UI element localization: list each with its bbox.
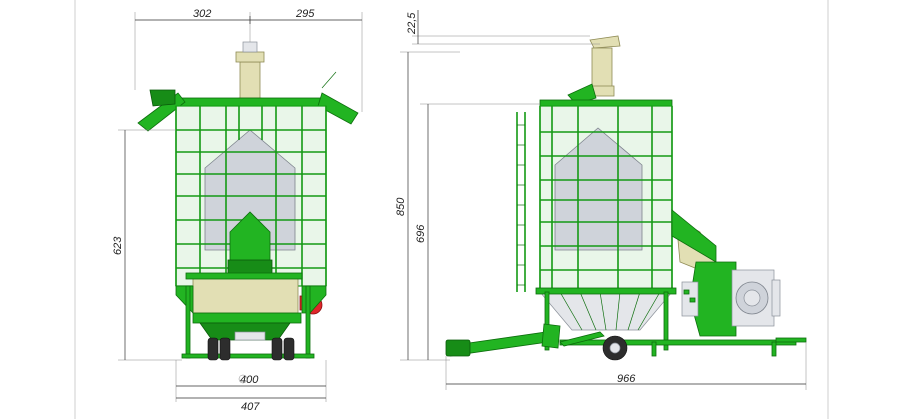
- dim-front-top-left: 302: [193, 8, 211, 20]
- side-frame-grid: [539, 106, 673, 292]
- side-roof: [539, 99, 673, 107]
- front-dimensions: 302 295 623 400 407: [112, 8, 363, 413]
- dim-side-total-height: 850: [395, 197, 407, 216]
- front-fill-tube: [239, 61, 261, 101]
- side-fill-tube: [591, 47, 613, 89]
- front-view: [137, 41, 359, 361]
- dim-front-width: 407: [241, 401, 260, 413]
- side-hopper-ribs: [559, 291, 661, 331]
- front-right-arm: [317, 92, 359, 125]
- side-view: [445, 35, 807, 361]
- side-inner-cone: [554, 127, 643, 251]
- side-fill-head: [589, 35, 621, 49]
- dim-side-top-offset: 22,5: [406, 12, 418, 35]
- side-chassis: [559, 339, 797, 346]
- front-roof: [174, 97, 326, 107]
- front-wheels: [207, 331, 295, 361]
- dim-front-height: 623: [112, 236, 124, 255]
- dim-front-diameter: 400: [240, 374, 259, 386]
- dim-side-body-height: 696: [415, 224, 427, 243]
- side-dimensions: 22,5 850 696 966: [395, 10, 807, 390]
- front-hopper: [192, 277, 299, 314]
- front-lower-frame: [175, 285, 194, 315]
- dim-side-length: 966: [617, 373, 636, 385]
- side-ladder: [516, 112, 526, 292]
- side-hopper-cone: [539, 291, 673, 331]
- dim-front-top-right: 295: [295, 8, 315, 20]
